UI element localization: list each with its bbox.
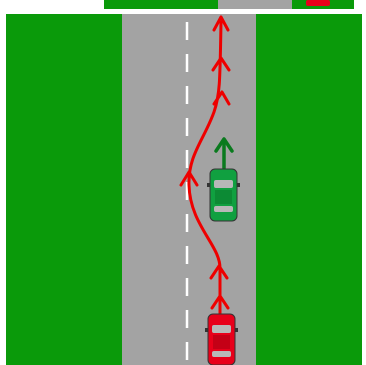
green-car-roof (215, 190, 232, 204)
green-car-mirror-right (237, 183, 240, 187)
green-car-rear-window (214, 206, 233, 212)
grass-right (256, 14, 362, 365)
road-scene (6, 14, 362, 365)
red-car-roof (213, 335, 230, 349)
red-car-rear-window (212, 351, 231, 357)
red-car (205, 314, 238, 365)
grass-left (6, 14, 122, 365)
green-car (207, 169, 240, 221)
top-inset-strip (104, 0, 354, 9)
inset-road (218, 0, 292, 9)
red-car-mirror-left (205, 328, 208, 332)
red-car-windshield (212, 325, 231, 333)
inset-red-car (306, 0, 330, 6)
red-car-mirror-right (235, 328, 238, 332)
green-car-windshield (214, 180, 233, 188)
green-car-mirror-left (207, 183, 210, 187)
